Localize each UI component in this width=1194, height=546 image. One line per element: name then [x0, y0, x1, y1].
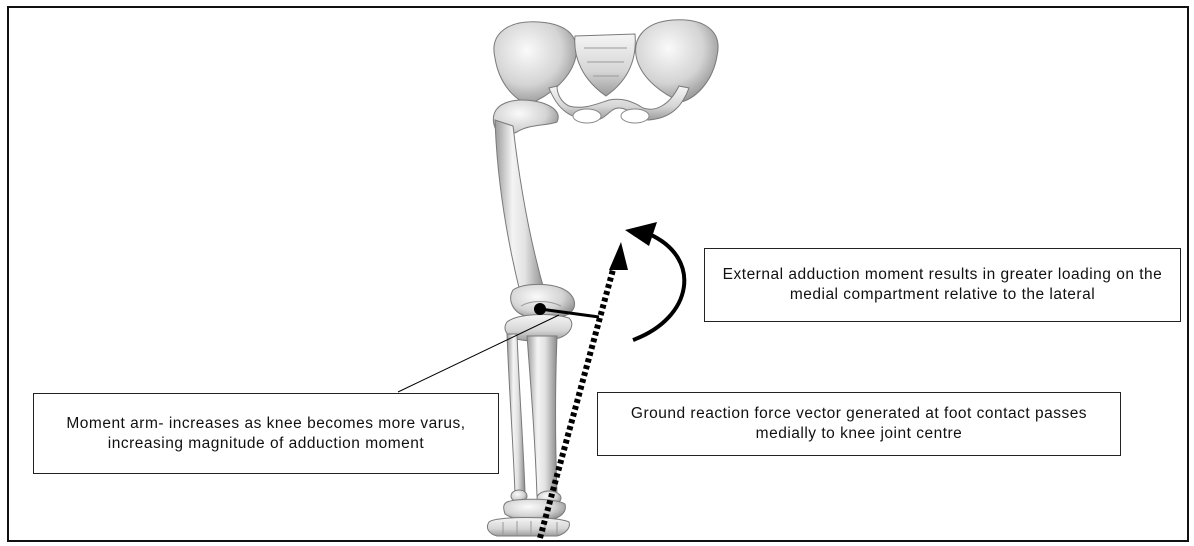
moment-arrowhead-icon	[625, 222, 657, 246]
femoral-shaft	[495, 120, 545, 296]
left-iliac-wing	[494, 22, 577, 104]
ground-reaction-force-text: Ground reaction force vector generated a…	[608, 404, 1110, 444]
knee-joint-centre	[534, 303, 546, 315]
ground-reaction-force-callout: Ground reaction force vector generated a…	[597, 392, 1121, 456]
adduction-moment-callout: External adduction moment results in gre…	[704, 248, 1181, 322]
foot	[487, 499, 569, 536]
fibula	[507, 334, 525, 494]
moment-arm-text: Moment arm- increases as knee becomes mo…	[44, 414, 488, 454]
tibia	[527, 336, 557, 496]
force-arrowhead-icon	[609, 242, 628, 270]
moment-arm-callout: Moment arm- increases as knee becomes mo…	[33, 393, 499, 474]
diagram-frame: External adduction moment results in gre…	[7, 6, 1189, 542]
adduction-moment-text: External adduction moment results in gre…	[719, 265, 1166, 305]
adduction-moment-arc	[633, 234, 684, 340]
femur	[493, 100, 574, 319]
sacrum	[575, 34, 636, 96]
lower-leg	[505, 315, 572, 505]
